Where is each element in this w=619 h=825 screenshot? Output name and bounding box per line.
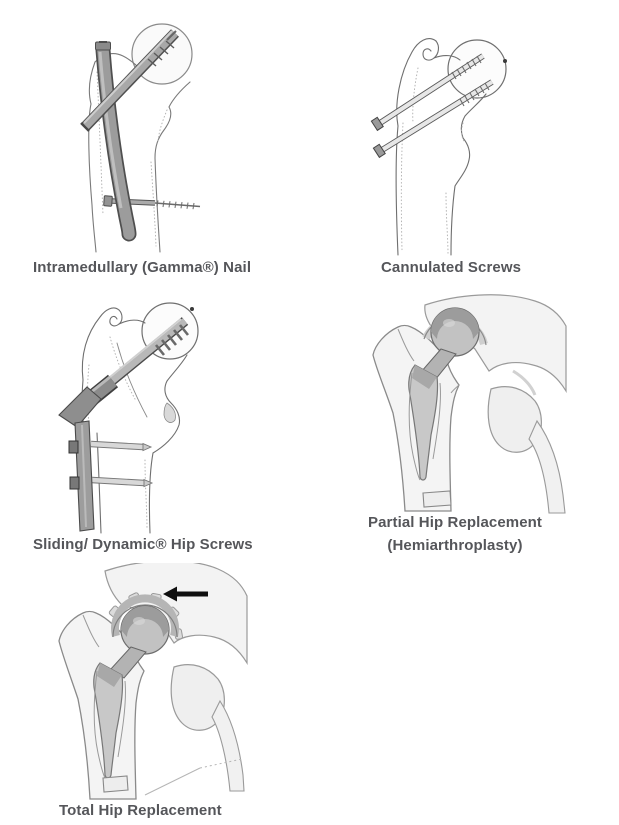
total-hip-replacement-illustration	[58, 563, 248, 800]
cannulated-screws-figure	[368, 28, 553, 258]
cannulated-screws-illustration	[370, 38, 507, 256]
intramedullary-nail-caption: Intramedullary (Gamma®) Nail	[33, 259, 252, 276]
partial-hip-replacement-caption: Partial Hip Replacement (Hemiarthroplast…	[355, 514, 555, 554]
pointer-arrow-icon	[163, 586, 208, 602]
partial-hip-caption-line2: (Hemiarthroplasty)	[387, 537, 523, 554]
intramedullary-nail-figure	[55, 10, 235, 255]
intramedullary-nail-illustration	[80, 23, 201, 253]
acetabular-cup	[108, 592, 184, 640]
partial-hip-caption-line1: Partial Hip Replacement	[367, 514, 543, 531]
partial-hip-replacement-figure	[363, 293, 568, 515]
sliding-hip-screws-figure	[55, 295, 240, 535]
total-hip-replacement-caption: Total Hip Replacement	[59, 802, 222, 819]
sliding-hip-screws-caption: Sliding/ Dynamic® Hip Screws	[33, 536, 253, 553]
total-hip-replacement-figure	[50, 563, 250, 803]
partial-hip-replacement-illustration	[372, 294, 567, 514]
cannulated-screws-caption: Cannulated Screws	[380, 259, 522, 276]
sliding-hip-screws-illustration	[58, 302, 199, 534]
